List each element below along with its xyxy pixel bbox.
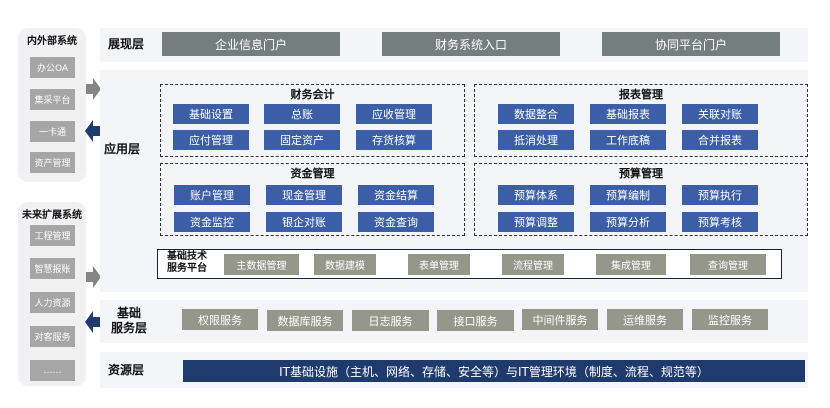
- group-fund-management: 资金管理 账户管理 现金管理 资金结算 资金监控 银企对账 资金查询: [160, 163, 465, 236]
- group-report-management: 报表管理 数据整合 基础报表 关联对账 抵消处理 工作底稿 合并报表: [474, 84, 808, 157]
- module-button[interactable]: 固定资产: [264, 130, 340, 150]
- arrow-left-icon: [85, 311, 100, 333]
- layer-label-line1: 基础: [116, 306, 141, 320]
- layer-label: 应用层: [104, 142, 141, 156]
- module-button[interactable]: 应付管理: [173, 130, 249, 150]
- system-item[interactable]: 对客服务: [30, 326, 75, 347]
- system-item[interactable]: 集采平台: [30, 89, 75, 110]
- group-budget-management: 预算管理 预算体系 预算编制 预算执行 预算调整 预算分析 预算考核: [474, 163, 808, 236]
- system-item[interactable]: 智慧报账: [30, 258, 75, 279]
- layer-label: 资源层: [108, 363, 145, 377]
- module-button[interactable]: 总账: [264, 104, 340, 124]
- system-item[interactable]: 办公OA: [30, 57, 75, 78]
- service-button[interactable]: 日志服务: [352, 310, 429, 331]
- layer-label: 展现层: [108, 37, 145, 51]
- layer-label: 基础 服务层: [106, 306, 152, 336]
- system-item[interactable]: 工程管理: [30, 225, 75, 246]
- system-item[interactable]: 资产管理: [30, 152, 75, 173]
- module-button[interactable]: 资金结算: [358, 185, 434, 205]
- service-button[interactable]: 权限服务: [182, 309, 258, 330]
- panel-title: 未来扩展系统: [22, 210, 82, 221]
- platform-title: 基础技术 服务平台: [167, 251, 207, 275]
- module-button[interactable]: 银企对账: [266, 212, 342, 232]
- module-button[interactable]: 抵消处理: [498, 130, 574, 150]
- module-button[interactable]: 预算编制: [590, 185, 666, 205]
- infrastructure-bar: IT基础设施（主机、网络、存储、安全等）与IT管理环境（制度、流程、规范等）: [183, 360, 805, 382]
- arrow-left-icon: [85, 120, 100, 142]
- panel-title: 内外部系统: [27, 36, 77, 47]
- service-button[interactable]: 中间件服务: [522, 309, 598, 330]
- module-button[interactable]: 预算体系: [498, 185, 574, 205]
- module-button[interactable]: 预算分析: [590, 212, 666, 232]
- module-button[interactable]: 合并报表: [682, 130, 758, 150]
- layer-label-line2: 服务层: [110, 321, 147, 335]
- module-button[interactable]: 应收管理: [356, 104, 432, 124]
- portal-button[interactable]: 财务系统入口: [382, 32, 560, 56]
- module-button[interactable]: 资金监控: [174, 212, 250, 232]
- tech-platform-box: 基础技术 服务平台 主数据管理 数据建模 表单管理 流程管理 集成管理 查询管理: [157, 249, 782, 279]
- system-item[interactable]: 人力资源: [30, 292, 75, 313]
- platform-button[interactable]: 流程管理: [502, 254, 564, 275]
- module-button[interactable]: 数据整合: [498, 104, 574, 124]
- group-title: 报表管理: [619, 88, 663, 101]
- platform-button[interactable]: 主数据管理: [224, 254, 299, 275]
- system-item[interactable]: ……: [30, 360, 75, 381]
- platform-button[interactable]: 数据建模: [314, 254, 376, 275]
- platform-button[interactable]: 集成管理: [596, 254, 666, 275]
- arrow-right-icon: [86, 78, 101, 100]
- platform-title-line1: 基础技术: [167, 251, 207, 262]
- future-systems-panel: 未来扩展系统 工程管理 智慧报账 人力资源 对客服务 ……: [18, 202, 86, 386]
- platform-button[interactable]: 查询管理: [690, 254, 766, 275]
- module-button[interactable]: 预算考核: [682, 212, 758, 232]
- service-button[interactable]: 运维服务: [607, 309, 683, 330]
- module-button[interactable]: 基础报表: [590, 104, 666, 124]
- module-button[interactable]: 现金管理: [266, 185, 342, 205]
- platform-title-line2: 服务平台: [167, 263, 207, 274]
- service-button[interactable]: 数据库服务: [267, 310, 343, 331]
- module-button[interactable]: 工作底稿: [590, 130, 666, 150]
- group-finance-accounting: 财务会计 基础设置 总账 应收管理 应付管理 固定资产 存货核算: [160, 84, 465, 157]
- module-button[interactable]: 账户管理: [174, 185, 250, 205]
- group-title: 资金管理: [290, 167, 335, 180]
- internal-systems-panel: 内外部系统 办公OA 集采平台 一卡通 资产管理: [18, 28, 86, 182]
- module-button[interactable]: 资金查询: [358, 212, 434, 232]
- group-title: 预算管理: [619, 167, 663, 180]
- platform-button[interactable]: 表单管理: [408, 254, 470, 275]
- module-button[interactable]: 关联对账: [682, 104, 758, 124]
- module-button[interactable]: 基础设置: [173, 104, 249, 124]
- portal-button[interactable]: 协同平台门户: [602, 32, 780, 56]
- module-button[interactable]: 预算调整: [498, 212, 574, 232]
- module-button[interactable]: 存货核算: [356, 130, 432, 150]
- service-button[interactable]: 监控服务: [692, 309, 768, 330]
- portal-button[interactable]: 企业信息门户: [162, 32, 340, 56]
- module-button[interactable]: 预算执行: [682, 185, 758, 205]
- arrow-right-icon: [86, 266, 101, 288]
- system-item[interactable]: 一卡通: [30, 121, 75, 142]
- service-button[interactable]: 接口服务: [437, 310, 514, 331]
- group-title: 财务会计: [290, 88, 335, 101]
